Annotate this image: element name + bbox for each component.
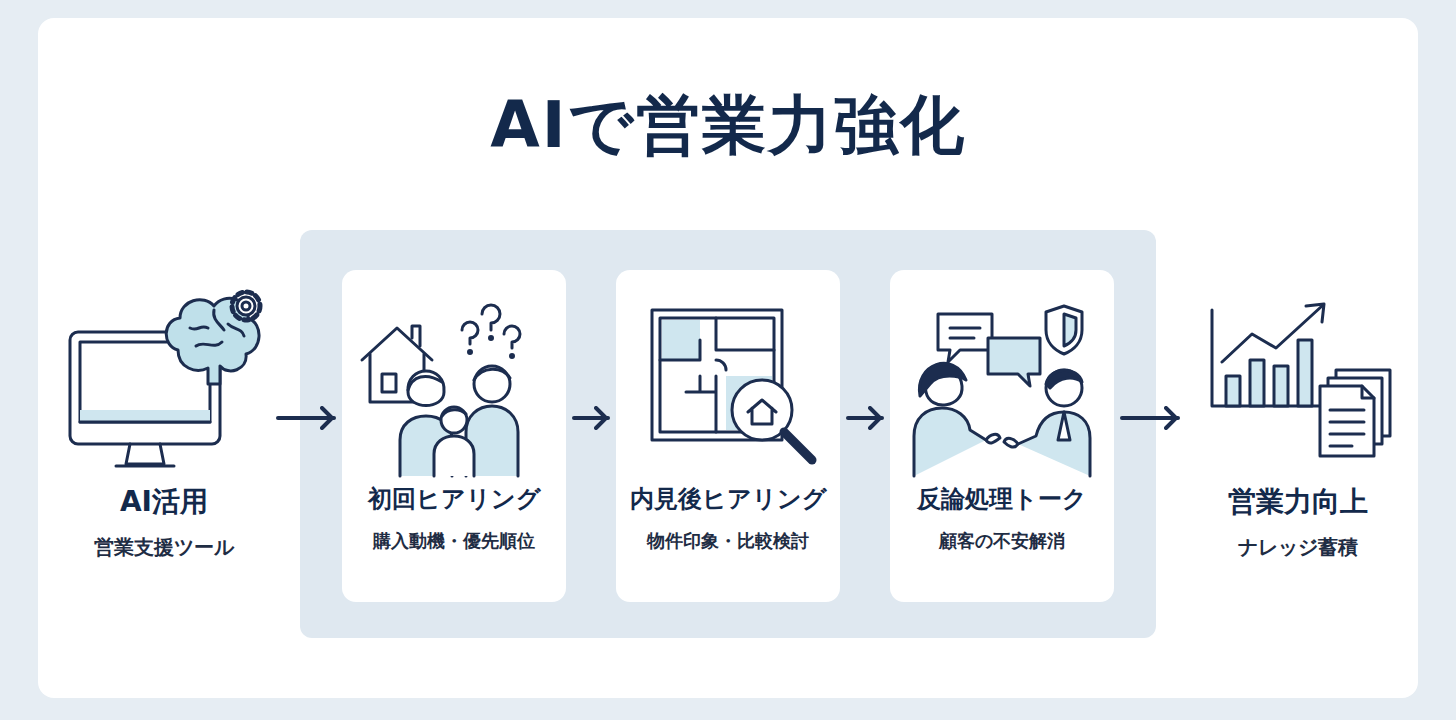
process-box: 初回ヒアリング購入動機・優先順位 [342, 270, 566, 602]
growth-chart-icon [1186, 280, 1410, 480]
text-group: 内見後ヒアリング物件印象・比較検討 [616, 484, 840, 553]
text-group: 初回ヒアリング購入動機・優先順位 [342, 484, 566, 553]
node-subtitle: ナレッジ蓄積 [1238, 534, 1358, 560]
conversation-icon [890, 280, 1114, 480]
process-band [300, 230, 1156, 638]
process-box: 反論処理トーク顧客の不安解消 [890, 270, 1114, 602]
process-box: 内見後ヒアリング物件印象・比較検討 [616, 270, 840, 602]
text-group: AI活用営業支援ツール [58, 484, 270, 560]
flow-arrow [574, 416, 608, 420]
ai-monitor-icon [58, 280, 270, 480]
text-group: 反論処理トーク顧客の不安解消 [890, 484, 1114, 553]
node-title: 初回ヒアリング [368, 484, 541, 515]
flow-arrow [848, 416, 882, 420]
floorplan-icon [616, 280, 840, 480]
tool-node: AI活用営業支援ツール [58, 270, 270, 602]
node-subtitle: 物件印象・比較検討 [647, 529, 809, 552]
node-title: 反論処理トーク [917, 484, 1087, 515]
node-subtitle: 顧客の不安解消 [939, 529, 1065, 552]
node-title: AI活用 [120, 484, 208, 520]
node-title: 内見後ヒアリング [630, 484, 827, 515]
flow-arrow [1122, 416, 1178, 420]
text-group: 営業力向上ナレッジ蓄積 [1186, 484, 1410, 560]
node-title: 営業力向上 [1228, 484, 1368, 520]
result-node: 営業力向上ナレッジ蓄積 [1186, 270, 1410, 602]
node-subtitle: 購入動機・優先順位 [373, 529, 535, 552]
title: AIで営業力強化 [0, 82, 1456, 169]
flow-arrow [278, 416, 334, 420]
family-icon [342, 280, 566, 480]
node-subtitle: 営業支援ツール [94, 534, 234, 560]
